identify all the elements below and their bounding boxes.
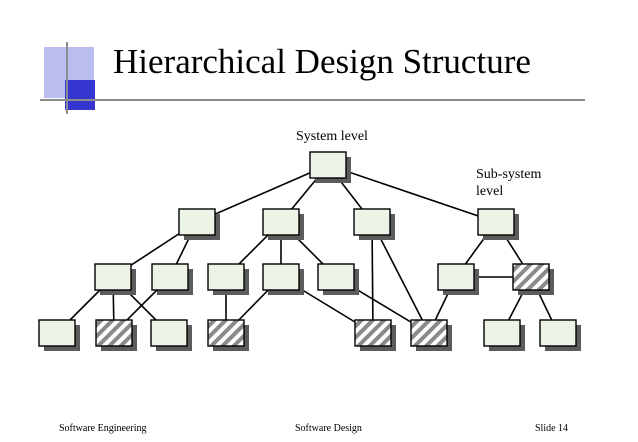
system-level-label: System level bbox=[296, 129, 368, 144]
box-face bbox=[262, 208, 300, 236]
box-face bbox=[437, 263, 475, 291]
module-box bbox=[262, 208, 304, 240]
title-decoration bbox=[40, 42, 585, 114]
module-box bbox=[317, 263, 359, 295]
box-face bbox=[353, 208, 391, 236]
hatched-module-box bbox=[410, 319, 452, 351]
hatched-module-box bbox=[512, 263, 554, 295]
box-face bbox=[539, 319, 577, 347]
box-face bbox=[94, 263, 132, 291]
edge-n1c-n3e bbox=[371, 221, 374, 334]
module-box bbox=[477, 208, 519, 240]
accent-blue-square bbox=[65, 80, 95, 110]
box-face bbox=[477, 208, 515, 236]
edge-n1c-n3f bbox=[371, 221, 430, 334]
nodes-layer bbox=[38, 151, 581, 351]
box-face bbox=[512, 263, 550, 291]
module-box bbox=[178, 208, 220, 240]
edge-n0-n1d bbox=[327, 164, 497, 223]
box-face bbox=[151, 263, 189, 291]
module-box bbox=[353, 208, 395, 240]
box-face bbox=[178, 208, 216, 236]
module-box bbox=[151, 263, 193, 295]
footer-course: Software Engineering bbox=[59, 423, 147, 434]
box-face bbox=[262, 263, 300, 291]
box-face bbox=[317, 263, 355, 291]
box-face bbox=[410, 319, 448, 347]
slide-title: Hierarchical Design Structure bbox=[113, 42, 531, 81]
hatched-module-box bbox=[207, 319, 249, 351]
module-box bbox=[207, 263, 249, 295]
edge-n0-n1a bbox=[196, 164, 329, 223]
footer-slide-number: Slide 14 bbox=[535, 423, 569, 434]
footer-topic: Software Design bbox=[295, 423, 362, 434]
module-box bbox=[150, 319, 192, 351]
box-face bbox=[207, 319, 245, 347]
module-box bbox=[94, 263, 136, 295]
box-face bbox=[207, 263, 245, 291]
module-box bbox=[262, 263, 304, 295]
box-face bbox=[309, 151, 347, 179]
module-box bbox=[483, 319, 525, 351]
module-box bbox=[309, 151, 351, 183]
hatched-module-box bbox=[354, 319, 396, 351]
box-face bbox=[354, 319, 392, 347]
hatched-module-box bbox=[95, 319, 137, 351]
subsystem-level-label: Sub-system level bbox=[476, 167, 542, 199]
box-face bbox=[38, 319, 76, 347]
module-box bbox=[38, 319, 80, 351]
box-face bbox=[483, 319, 521, 347]
module-box bbox=[437, 263, 479, 295]
module-box bbox=[539, 319, 581, 351]
box-face bbox=[150, 319, 188, 347]
box-face bbox=[95, 319, 133, 347]
